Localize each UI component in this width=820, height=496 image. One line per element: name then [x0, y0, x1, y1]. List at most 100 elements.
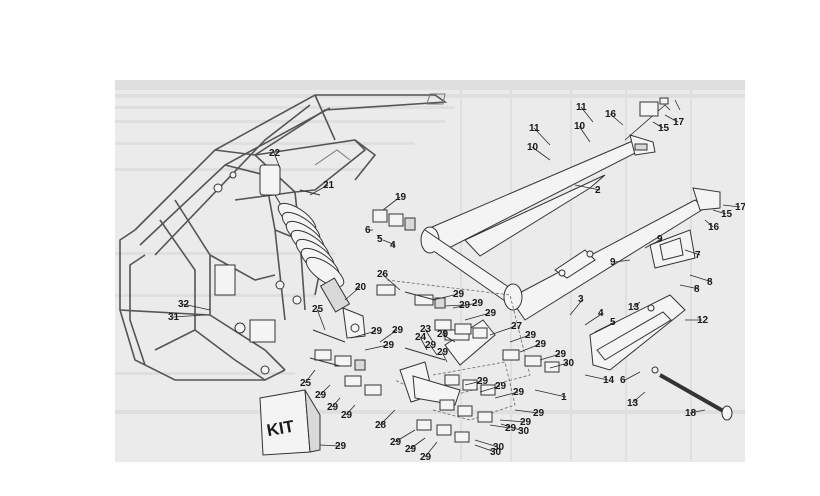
pivot-spindle-drawing [651, 366, 733, 421]
leader-line-linkage-lever [379, 409, 396, 426]
callout-bush: 5 [610, 317, 616, 328]
callout-screw: 11 [529, 123, 540, 134]
callout-washer: 15 [721, 209, 733, 220]
leader-line-swingarm-assembly [534, 389, 567, 398]
callout-pivot-spindle: 18 [685, 408, 697, 419]
leader-line-bearing [382, 196, 401, 211]
callout-nut: 9 [657, 234, 663, 245]
callout-bearing: 29 [437, 329, 449, 340]
leader-line-bearing [464, 312, 491, 321]
leader-line-seal [474, 439, 499, 448]
leader-line-screw [679, 284, 700, 290]
callout-bearing: 29 [485, 308, 497, 319]
leader-line-bush [376, 234, 383, 240]
leader-line-screw [533, 127, 551, 146]
leader-line-bearing [424, 441, 438, 458]
leader-line-bearing [514, 409, 539, 414]
callout-bearing: 29 [453, 289, 465, 300]
callout-chain-adjuster: 17 [735, 202, 745, 213]
leader-line-clip [578, 125, 591, 143]
leader-line-bearing [364, 344, 389, 351]
callout-bolt: 23 [420, 324, 432, 335]
callout-bearing: 29 [437, 347, 449, 358]
leader-line-swingarm [574, 184, 601, 191]
callout-bearing: 29 [405, 444, 417, 455]
callout-bearing: 29 [315, 390, 327, 401]
leader-line-chain-adjuster [722, 204, 741, 208]
callout-seal: 30 [493, 442, 505, 453]
callout-nut: 16 [708, 222, 720, 233]
leader-line-screw [580, 106, 594, 123]
leader-line-bearing [494, 391, 519, 399]
callout-rear-shock-absorber: 20 [355, 282, 367, 293]
callout-bearing: 29 [459, 300, 471, 311]
leader-line-bearing [499, 419, 526, 423]
callout-bush: 5 [377, 234, 383, 245]
callout-bearing: 19 [395, 192, 407, 203]
leader-line-seal [474, 444, 496, 453]
callout-screw: 8 [707, 277, 713, 288]
callout-bolt: 26 [377, 269, 389, 280]
callout-bearing: 29 [520, 417, 532, 428]
leader-line-bearing [331, 397, 341, 408]
leader-line-screw [584, 374, 609, 381]
callout-bearing: 29 [390, 437, 402, 448]
chain-guide-drawing [589, 229, 696, 371]
callout-bearing: 29 [327, 402, 339, 413]
callout-screw: 13 [628, 302, 640, 313]
leader-line-bearing [539, 353, 561, 361]
leader-line-nut [609, 113, 624, 126]
callout-screw: 14 [603, 375, 615, 386]
leader-line-bush [594, 321, 616, 333]
leader-line-bearing [345, 404, 356, 416]
leader-line-screw [182, 303, 211, 311]
leader-line-shock-top-bolt [309, 184, 329, 196]
callout-swingarm-pivot-tube: 3 [578, 294, 584, 305]
leader-line-bearing [509, 334, 531, 343]
callout-chain-adjuster: 17 [673, 117, 685, 128]
callout-bolt: 25 [312, 304, 324, 315]
callout-bearing: 29 [420, 452, 432, 462]
callout-bearing: 29 [505, 423, 517, 434]
bearing-kit-box: KIT [259, 389, 321, 456]
leader-line-screw [632, 301, 641, 308]
callout-bearing-kit: 29 [335, 441, 347, 452]
leader-line-nut [614, 259, 631, 263]
leader-line-bearing [379, 329, 398, 343]
leader-line-spacer [382, 239, 396, 246]
callout-bearing: 29 [383, 340, 395, 351]
rear-shock-absorber-drawing [259, 164, 366, 339]
callout-bearing: 29 [555, 349, 567, 360]
leader-line-clip [531, 146, 551, 161]
leader-line-chain-adjuster [664, 114, 679, 123]
callout-seal: 30 [563, 358, 575, 369]
callout-screw: 11 [576, 102, 587, 113]
leader-line-bearing [441, 351, 448, 363]
leader-line-rear-shock-absorber [344, 286, 361, 301]
leader-line-pivot-spindle [689, 409, 706, 414]
leader-line-bearing [350, 330, 377, 339]
callout-bolt: 24 [415, 332, 427, 343]
callout-screw: 13 [627, 398, 639, 409]
leader-line-washer [172, 314, 206, 318]
callout-bearing: 29 [513, 387, 525, 398]
leader-line-bearing [444, 304, 465, 307]
kit-label: KIT [265, 417, 296, 441]
callout-washer: 6 [365, 225, 371, 236]
exploded-view-diagram: KIT 123445566788991010111112131314151516… [115, 80, 745, 462]
callout-bearing: 29 [392, 325, 404, 336]
callout-screw: 8 [694, 284, 700, 295]
callout-bearing: 29 [425, 340, 437, 351]
callout-seal: 30 [490, 447, 502, 458]
callout-bolt: 25 [300, 378, 312, 389]
motorcycle-frame [119, 93, 448, 381]
leader-line-bearing [464, 380, 483, 386]
callout-bearing: 29 [533, 408, 545, 419]
callout-bearing: 29 [525, 330, 537, 341]
callout-bearing: 29 [472, 298, 484, 309]
leader-line-bearing [319, 384, 331, 396]
leader-line-bearing [519, 343, 541, 353]
callout-chain-guide: 7 [695, 250, 701, 261]
leader-line-bolt [304, 369, 316, 384]
leader-line-seal [500, 423, 524, 432]
